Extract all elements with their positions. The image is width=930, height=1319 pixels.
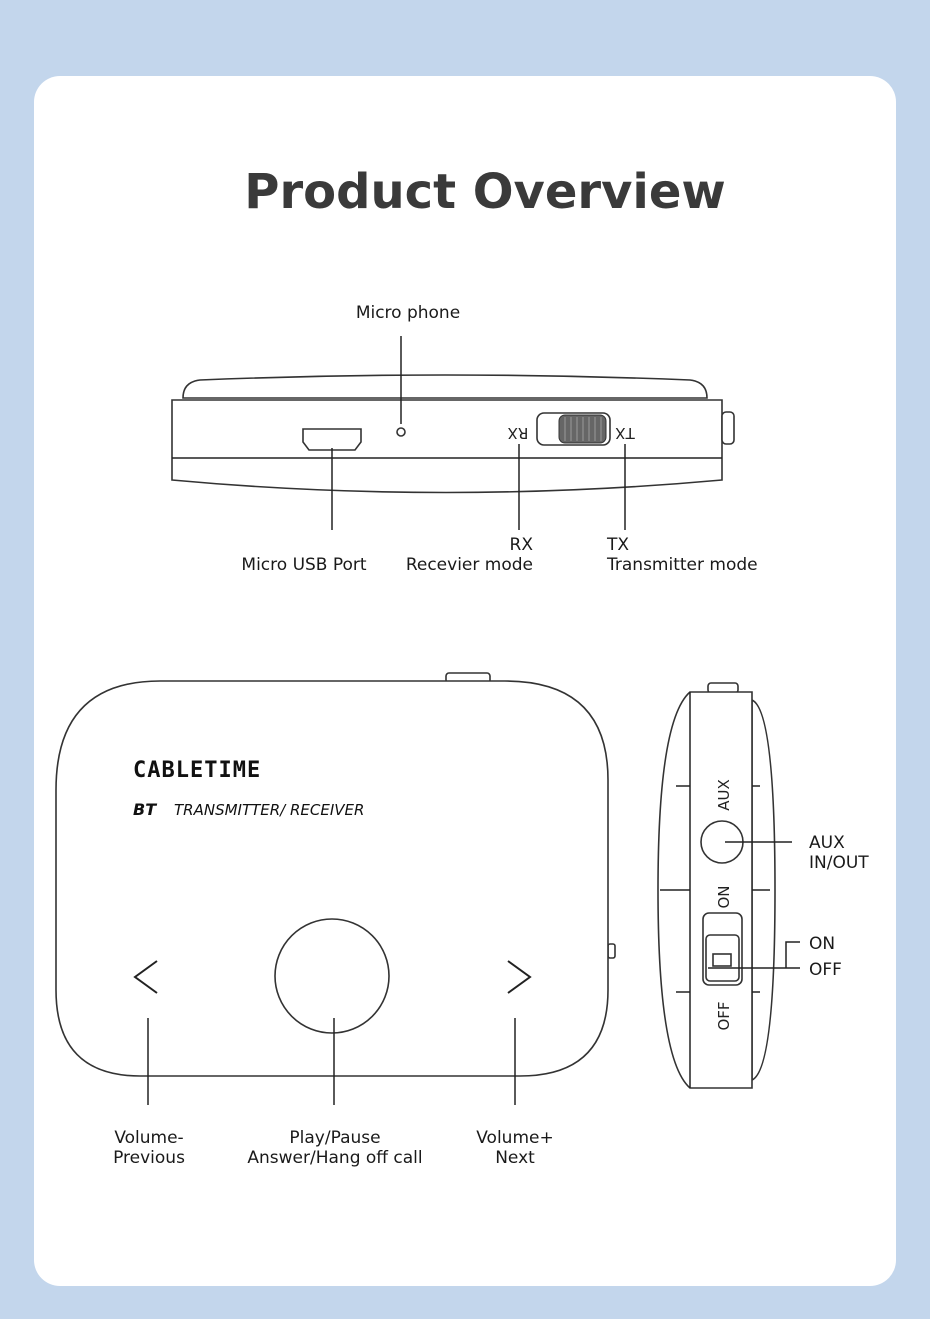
aux-mark: AUX [715, 779, 733, 811]
microphone-label: Micro phone [356, 303, 460, 323]
aux-in-out-label: IN/OUT [809, 853, 869, 873]
on-mark: ON [715, 885, 733, 908]
brand-logo: CABLETIME [133, 758, 261, 783]
front-view-device: CABLETIME BT TRANSMITTER/ RECEIVER [55, 672, 616, 1077]
switch-rx-mark: RX [508, 424, 529, 442]
volume-plus-label: Volume+ [476, 1128, 553, 1148]
tx-desc-label: Transmitter mode [606, 555, 758, 575]
rx-code-label: RX [510, 535, 534, 555]
page-title: Product Overview [244, 164, 725, 220]
aux-label: AUX [809, 833, 845, 853]
chevron-right-icon [507, 960, 532, 994]
previous-label: Previous [113, 1148, 185, 1168]
answer-call-label: Answer/Hang off call [247, 1148, 422, 1168]
volume-minus-label: Volume- [114, 1128, 183, 1148]
switch-tx-mark: TX [615, 424, 635, 442]
chevron-left-icon [133, 960, 158, 994]
tx-code-label: TX [606, 535, 629, 555]
top-view-device: RX TX [171, 374, 735, 494]
rx-desc-label: Recevier mode [406, 555, 533, 575]
usb-port-icon [302, 428, 362, 451]
model-bt: BT [133, 800, 157, 819]
next-label: Next [495, 1148, 535, 1168]
off-mark: OFF [715, 1001, 733, 1030]
side-view-device: AUX ON OFF [657, 682, 776, 1089]
off-label: OFF [809, 960, 842, 980]
play-pause-button-icon [274, 918, 390, 1034]
microphone-hole-icon [396, 427, 406, 437]
on-label: ON [809, 934, 835, 954]
usb-port-label: Micro USB Port [241, 555, 366, 575]
play-pause-label: Play/Pause [289, 1128, 380, 1148]
model-desc: TRANSMITTER/ RECEIVER [174, 801, 364, 819]
